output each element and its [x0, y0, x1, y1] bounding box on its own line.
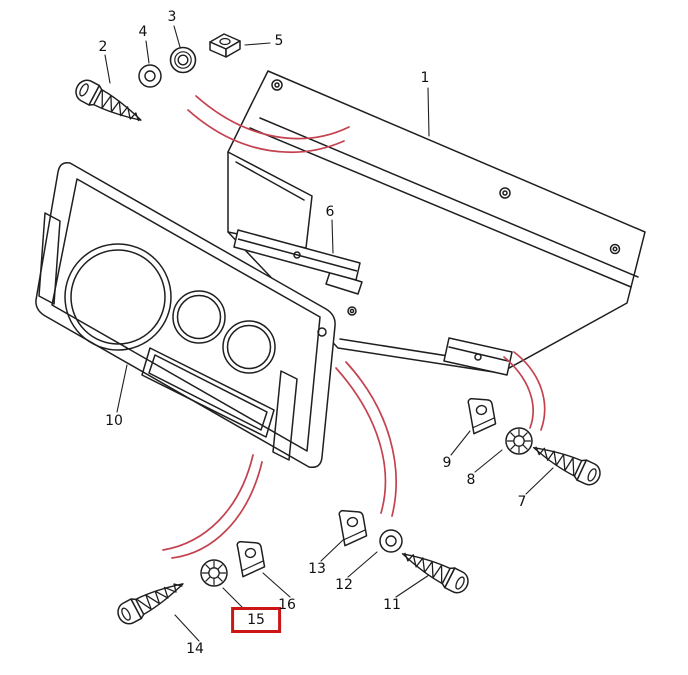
part-label-7: 7 [517, 494, 527, 510]
part-label-3: 3 [167, 9, 177, 25]
part-5-clip-drawing [209, 33, 241, 58]
part-label-14: 14 [186, 641, 204, 657]
part-label-5: 5 [274, 33, 284, 49]
part-3-grommet-drawing [169, 46, 197, 74]
part-label-15-highlighted: 15 [231, 607, 281, 633]
part-10-bezel-drawing [35, 161, 336, 469]
part-15-star-washer-drawing [200, 559, 228, 587]
part-label-13: 13 [308, 561, 326, 577]
part-16-clip-drawing [235, 537, 267, 578]
part-label-10: 10 [105, 413, 123, 429]
part-9-clip-drawing [466, 394, 498, 435]
part-label-6: 6 [325, 204, 335, 220]
assembly-guide-curves [162, 95, 546, 559]
leader-lines [104, 25, 554, 642]
part-label-8: 8 [466, 472, 476, 488]
part-14-screw-drawing [113, 573, 189, 629]
part-4-washer-drawing [138, 64, 162, 88]
part-2-screw-drawing [71, 75, 147, 131]
part-label-4: 4 [138, 24, 148, 40]
part-label-1: 1 [420, 70, 430, 86]
part-6-bracket-drawing [233, 229, 361, 281]
part-label-9: 9 [442, 455, 452, 471]
part-label-11: 11 [383, 597, 401, 613]
part-label-2: 2 [98, 39, 108, 55]
part-8-star-washer-drawing [505, 427, 533, 455]
part-12-washer-drawing [379, 529, 403, 553]
part-label-12: 12 [335, 577, 353, 593]
part-label-16: 16 [278, 597, 296, 613]
